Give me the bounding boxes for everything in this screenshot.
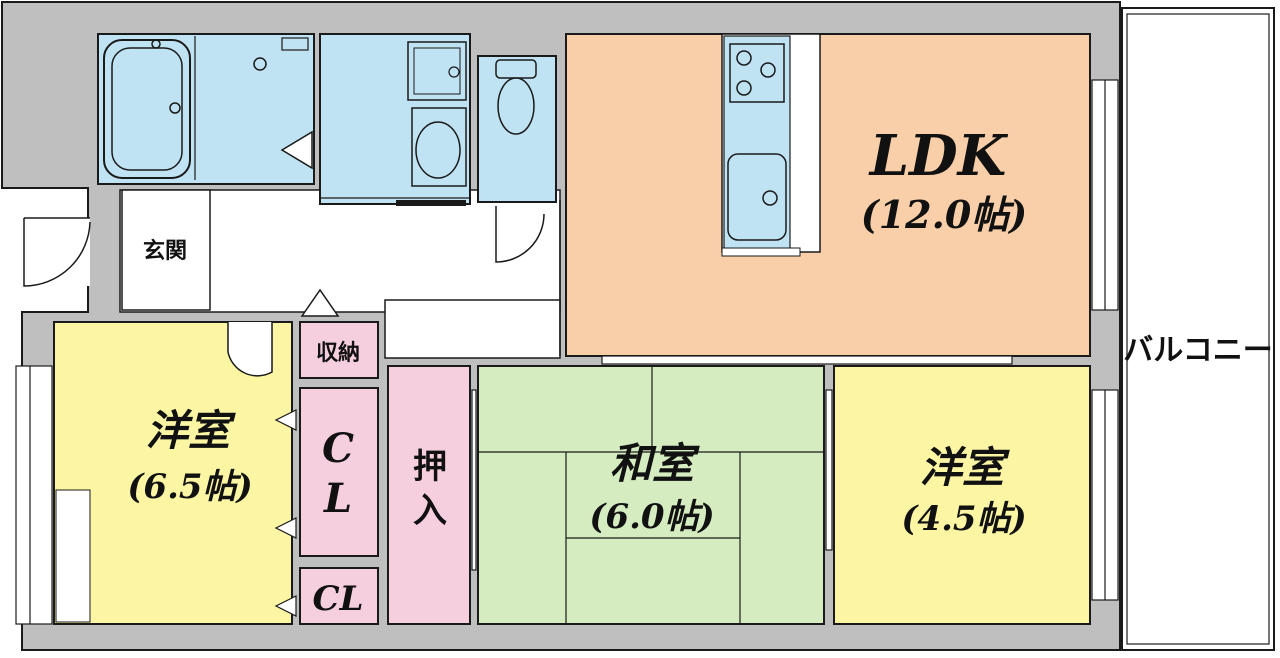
oshiire-char-2: 入 [413,491,447,531]
oshiire: 押 入 [387,365,471,625]
faucet-icon [151,39,161,49]
storage: 収納 [299,288,379,379]
shower-icon [253,57,267,71]
western-small-window [1091,389,1119,601]
washroom [319,33,471,206]
balcony: バルコニー [1121,7,1275,651]
japanese-label: 和室 [610,439,700,488]
western-large-size: (6.5帖) [127,467,252,507]
closet-small-label: CL [313,579,364,619]
storage-label: 収納 [316,340,360,366]
entrance-label: 玄関 [143,238,187,264]
washing-machine-icon [407,41,467,101]
closet-small: CL [274,567,379,625]
western-large-window [15,365,53,625]
wash-basin-icon [411,107,467,187]
oshiire-char-1: 押 [413,447,447,487]
japanese-size: (6.0帖) [589,497,714,537]
stove-icon [729,43,785,103]
balcony-label: バルコニー [1123,333,1272,368]
japanese-room: 和室 (6.0帖) [477,365,825,625]
bathtub [103,39,191,179]
western-large-label: 洋室 [146,406,236,455]
western-small-size: (4.5帖) [901,499,1026,539]
ldk-label: LDK [868,123,1009,189]
closet-large-l: L [323,475,352,522]
toilet-icon [497,77,535,135]
entrance-door [2,217,91,287]
western-small-label: 洋室 [920,443,1010,492]
ldk-window [1091,79,1119,311]
toilet-room [477,55,557,263]
sink-icon [727,153,787,241]
closet-large-c: C [322,425,354,472]
closet-large: C L [274,387,379,557]
western-room-large: 洋室 (6.5帖) [53,321,293,625]
ldk-room: LDK (12.0帖) [565,33,1091,357]
ldk-size: (12.0帖) [861,192,1028,237]
hallway: 玄関 [119,189,561,359]
bathroom [97,33,315,185]
sliding-doors [471,355,1013,571]
tatami-lines [478,366,824,624]
western-room-small: 洋室 (4.5帖) [833,365,1091,625]
